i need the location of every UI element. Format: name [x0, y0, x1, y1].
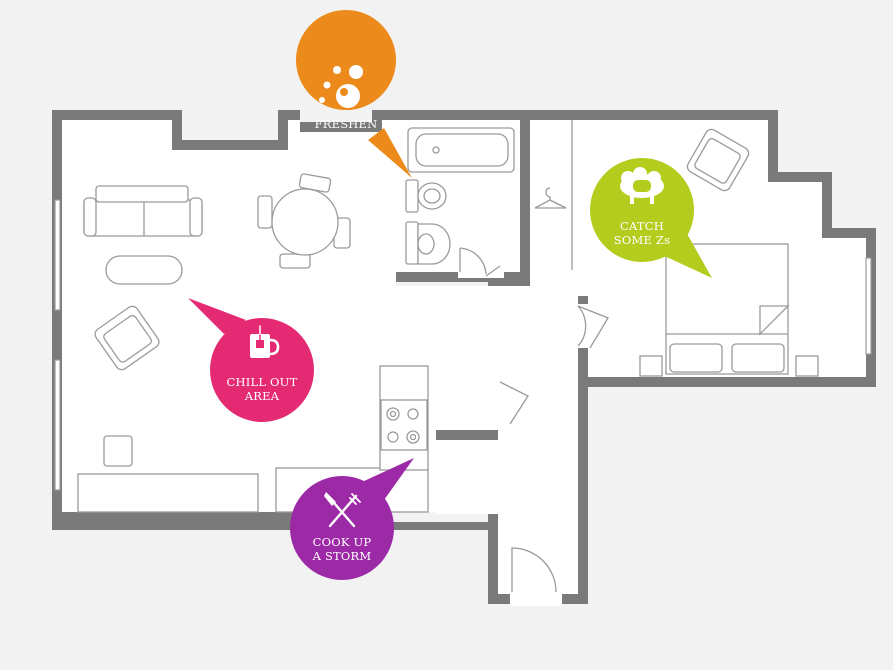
chill-line-2: AREA — [244, 389, 280, 403]
window-right — [865, 257, 872, 355]
freshen-up-label[interactable]: FRESHEN UP! — [295, 9, 412, 178]
mug-icon — [250, 325, 280, 358]
entrance-door — [511, 547, 557, 593]
fork-knife-icon — [324, 492, 361, 528]
catch-line-1: CATCH — [620, 219, 664, 233]
chill-bubble-shape — [210, 318, 314, 422]
nightstand-left — [639, 355, 663, 377]
coffee-table — [105, 255, 183, 285]
freshen-bubble-shape — [295, 9, 396, 111]
armchair-living — [94, 305, 160, 371]
bedroom-door — [577, 305, 609, 349]
nightstand-right — [795, 355, 819, 377]
tv-unit — [77, 473, 259, 513]
bathroom-furniture — [405, 127, 515, 265]
toilet — [405, 179, 447, 213]
cook-line-1: COOK UP — [313, 535, 372, 549]
bathroom-door — [459, 247, 501, 277]
closet-floor-top — [436, 372, 498, 430]
door-openings — [458, 264, 592, 606]
window-left-lower — [54, 359, 61, 491]
window-left-upper — [54, 199, 61, 311]
doors — [459, 247, 609, 593]
hanger-icon — [534, 187, 567, 209]
cook-bubble-shape — [290, 476, 394, 580]
catch-some-zs-label[interactable]: CATCH SOME Zs — [590, 158, 712, 278]
hallway-floor — [498, 376, 578, 594]
dining-table — [257, 173, 351, 269]
sofa — [83, 185, 203, 237]
closet-divider — [436, 430, 498, 440]
bathtub — [407, 127, 515, 173]
armchair-bedroom — [686, 128, 750, 192]
freshen-line-2: UP! — [335, 131, 358, 145]
sheep-icon — [620, 167, 664, 204]
chill-line-1: CHILL OUT — [227, 375, 298, 389]
catch-line-2: SOME Zs — [614, 233, 670, 247]
chill-out-label[interactable]: CHILL OUT AREA — [188, 298, 314, 422]
hall-connection-floor — [496, 286, 578, 380]
stove — [380, 399, 428, 451]
cook-up-label[interactable]: COOK UP A STORM — [290, 458, 414, 580]
bubbles-icon — [319, 65, 363, 108]
catch-bubble-shape — [590, 158, 694, 262]
closet-floor-bottom — [436, 440, 498, 514]
stool — [103, 435, 133, 467]
freshen-line-1: FRESHEN — [315, 117, 378, 131]
windows — [54, 199, 872, 491]
closet-door — [499, 381, 529, 425]
sink — [405, 221, 451, 265]
cook-line-2: A STORM — [312, 549, 372, 563]
